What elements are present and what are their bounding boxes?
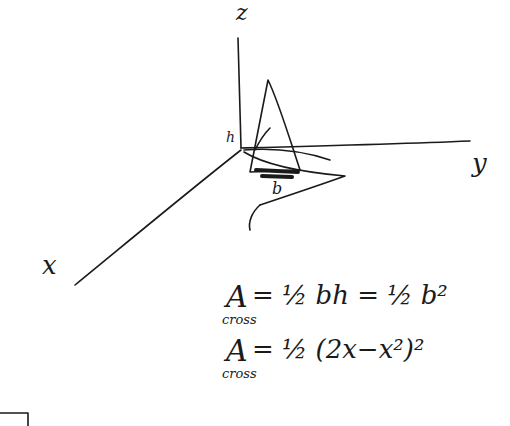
triangle-base xyxy=(262,176,292,177)
axis-label: x xyxy=(42,252,57,278)
region-curve-back xyxy=(244,149,330,160)
triangle-base xyxy=(256,170,298,172)
height-label: h xyxy=(226,130,235,144)
base-label: b xyxy=(272,181,282,197)
formula-text: = ½ (2x−x²)² xyxy=(252,336,424,362)
axis-label: z xyxy=(236,2,248,24)
formula-symbol: A xyxy=(226,282,248,312)
triangle-section xyxy=(250,80,300,172)
axis-label: y xyxy=(472,150,487,176)
formula-symbol: A xyxy=(226,336,248,366)
corner-bracket xyxy=(0,413,28,426)
y-axis xyxy=(241,141,470,148)
z-axis xyxy=(238,38,241,148)
formula-subscript: cross xyxy=(222,313,257,326)
parabola-tail xyxy=(249,205,260,230)
x-axis xyxy=(75,150,241,285)
formula-text: = ½ bh = ½ b² xyxy=(252,282,448,308)
triangle-inner xyxy=(255,128,270,150)
formula-subscript: cross xyxy=(222,367,257,380)
